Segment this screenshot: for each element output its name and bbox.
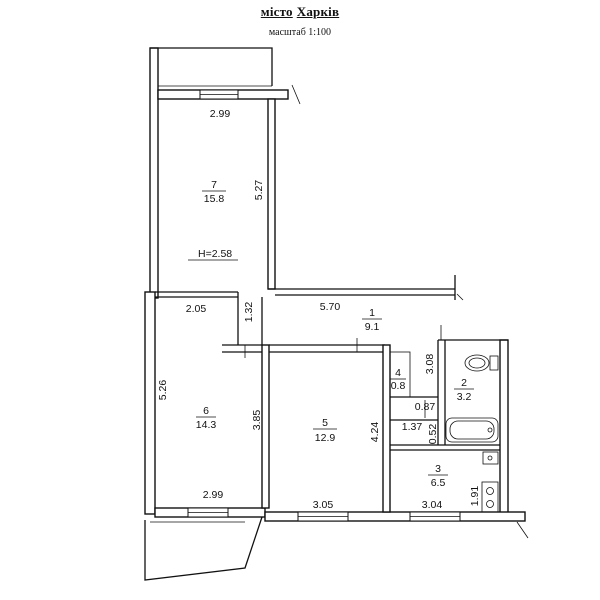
room3-number: 3 bbox=[435, 463, 441, 475]
scale-label: масштаб 1:100 bbox=[268, 27, 332, 38]
interior-walls bbox=[155, 291, 500, 513]
room1-number: 1 bbox=[369, 307, 375, 319]
dim-room6-length: 5.26 bbox=[157, 380, 169, 401]
dimension-labels: 2.99 5.27 H=2.58 2.05 1.32 5.70 5.26 2.9… bbox=[157, 108, 481, 511]
doors bbox=[244, 84, 529, 539]
windows bbox=[187, 89, 461, 522]
room1-area: 9.1 bbox=[365, 321, 380, 333]
lower-balcony-outline bbox=[144, 516, 263, 581]
dim-room7-width: 2.99 bbox=[210, 108, 231, 120]
dim-bath-length: 3.08 bbox=[424, 354, 436, 375]
room6-area: 14.3 bbox=[196, 419, 217, 431]
wall-room5-kitchen bbox=[382, 344, 391, 513]
dim-corridor-small: 1.32 bbox=[243, 302, 255, 323]
room5-number: 5 bbox=[322, 417, 328, 429]
balcony-top-outline bbox=[150, 47, 273, 86]
city-prefix: місто bbox=[260, 4, 293, 19]
room7-number: 7 bbox=[211, 179, 217, 191]
break-mark-right bbox=[456, 293, 464, 301]
room7-area: 15.8 bbox=[204, 193, 225, 205]
room3-area: 6.5 bbox=[431, 477, 446, 489]
dim-bath-small: 0.52 bbox=[427, 424, 439, 445]
room-labels: 7 15.8 1 9.1 6 14.3 5 12.9 4 0.8 2 3.2 3… bbox=[196, 179, 474, 489]
room2-number: 2 bbox=[461, 377, 467, 389]
bathtub-icon bbox=[445, 417, 499, 443]
dim-wc-small: 0.87 bbox=[415, 401, 436, 413]
wall-right-kitchen bbox=[499, 339, 509, 517]
dim-room5-depth: 4.24 bbox=[369, 422, 381, 443]
room4-number: 4 bbox=[395, 367, 401, 379]
dim-hall-small: 1.37 bbox=[402, 421, 423, 433]
room4-area: 0.8 bbox=[391, 380, 406, 392]
dim-room7-length: 5.27 bbox=[253, 180, 265, 201]
dim-kitchen-side: 1.91 bbox=[469, 486, 481, 507]
room6-number: 6 bbox=[203, 405, 209, 417]
stove-icon bbox=[481, 481, 499, 513]
wall-right-room7 bbox=[267, 98, 276, 290]
room2-area: 3.2 bbox=[457, 391, 472, 403]
wall-room6-room5 bbox=[261, 344, 270, 509]
dim-hall-length: 5.70 bbox=[320, 301, 341, 313]
dim-room6-depth: 3.85 bbox=[251, 410, 263, 431]
dim-room6-width: 2.99 bbox=[203, 489, 224, 501]
dim-kitchen-width: 3.04 bbox=[422, 499, 443, 511]
sink-icon bbox=[482, 451, 499, 465]
city-name: Харків bbox=[296, 4, 340, 19]
dim-ceiling-height: H=2.58 bbox=[198, 248, 232, 260]
break-mark-bottom bbox=[516, 521, 529, 539]
break-mark-top bbox=[291, 84, 301, 105]
wall-bottom-main bbox=[264, 511, 526, 522]
wall-left-lower bbox=[144, 291, 156, 515]
dim-room5-width: 3.05 bbox=[313, 499, 334, 511]
fixtures bbox=[445, 354, 499, 513]
dim-corridor-width: 2.05 bbox=[186, 303, 207, 315]
toilet-icon bbox=[464, 354, 499, 372]
wall-left-upper bbox=[149, 47, 159, 299]
room5-area: 12.9 bbox=[315, 432, 336, 444]
